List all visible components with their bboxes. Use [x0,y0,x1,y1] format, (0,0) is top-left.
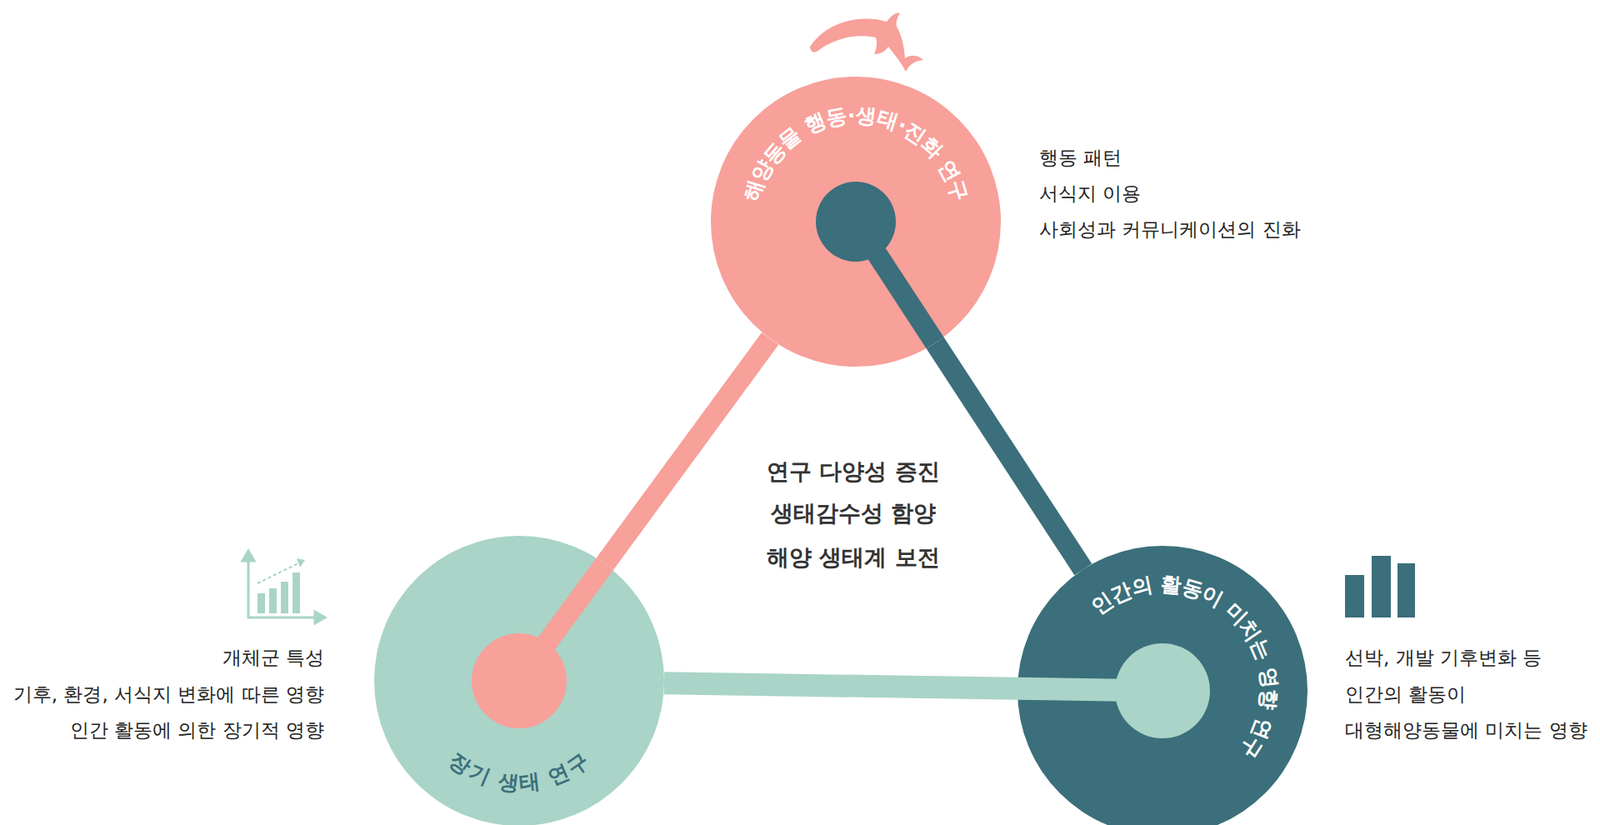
circle-title: 인간의 활동이 미치는 영향 연구 [1017,545,1308,825]
detail-text: 기후, 환경, 서식지 변화에 따른 영향 [13,683,325,707]
chart-bar [280,581,289,614]
axis-arrow [315,611,325,624]
icon-bar [1371,555,1391,618]
trend-arrow [296,558,305,568]
chart-bar [269,588,277,614]
circle-title: 해양동물 행동·생태·진화 연구 [710,76,1001,367]
center-statement: 연구 다양성 증진 [766,458,940,485]
detail-text: 대형해양동물에 미치는 영향 [1345,719,1588,743]
title-char: 활 [1160,573,1183,596]
center-dot [1115,643,1210,739]
chart-axis [248,556,319,618]
circle-title: 장기 생태 연구 [374,535,665,825]
circle-fill [374,535,665,825]
chart-bar [292,572,300,614]
center-statement: 생태감수성 함양 [770,500,936,527]
title-char: 향 [1257,688,1280,711]
dolphin-icon [810,12,924,72]
bar-icon [1345,555,1415,618]
center-dot [815,181,896,262]
link-bar [605,338,770,564]
title-char: 생 [855,104,878,127]
chart-icon [242,550,325,624]
detail-text: 인간 활동에 의한 장기적 영향 [70,719,325,743]
axis-arrow [242,550,255,561]
topic-circle: 인간의 활동이 미치는 영향 연구 [1017,545,1308,825]
detail-text: 행동 패턴 [1039,146,1122,170]
detail-text: 인간의 활동이 [1345,683,1466,707]
topic-circle: 해양동물 행동·생태·진화 연구 [710,76,1001,367]
center-statement: 해양 생태계 보전 [766,544,940,571]
title-char: · [846,104,856,125]
detail-text: 서식지 이용 [1039,182,1141,206]
link-bar [935,343,1084,570]
title-char [1152,573,1161,595]
detail-text: 개체군 특성 [222,646,325,670]
topic-circle: 장기 생태 연구 [374,535,665,825]
circle-fill [710,76,1001,367]
detail-text: 선박, 개발 기후변화 등 [1345,646,1542,670]
title-char: 의 [1129,574,1154,599]
chart-bar [257,593,265,614]
icon-bar [1397,563,1415,618]
circle-fill [1017,545,1308,825]
center-dot [471,633,567,729]
link-bar [664,683,1018,690]
title-char: 동 [824,105,849,130]
title-char: 구 [945,177,971,204]
title-char: 생 [496,770,520,795]
trend-line [257,563,299,584]
icon-bar [1345,575,1365,618]
dolphin-shape [810,12,924,72]
detail-text: 사회성과 커뮤니케이션의 진화 [1039,218,1301,242]
title-char: 태 [518,770,542,795]
title-char: 영 [1256,666,1280,690]
